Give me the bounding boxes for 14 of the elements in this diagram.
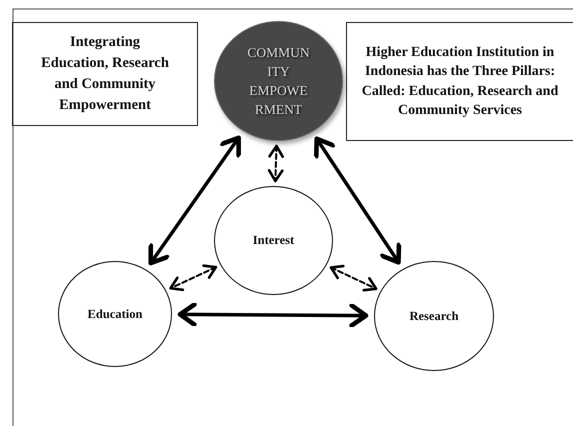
arrow (178, 302, 368, 328)
arrow (330, 264, 378, 292)
node-label: Higher Education Institution in Indonesia has the Three Pillars: Called: Education, Research and Community Services (360, 44, 560, 120)
arrow (169, 264, 218, 292)
node-label: Integrating Education, Research and Community Empowerment (40, 33, 170, 115)
arrow (148, 136, 241, 266)
arrow (314, 136, 402, 265)
text-box (346, 22, 573, 141)
text-box (12, 22, 198, 126)
arrow (268, 144, 284, 182)
node-label: Interest (252, 233, 296, 248)
node-label: COMMUN ITY EMPOWE RMENT (246, 44, 311, 119)
node-label: Education (86, 306, 144, 322)
node-label: Research (408, 308, 460, 324)
